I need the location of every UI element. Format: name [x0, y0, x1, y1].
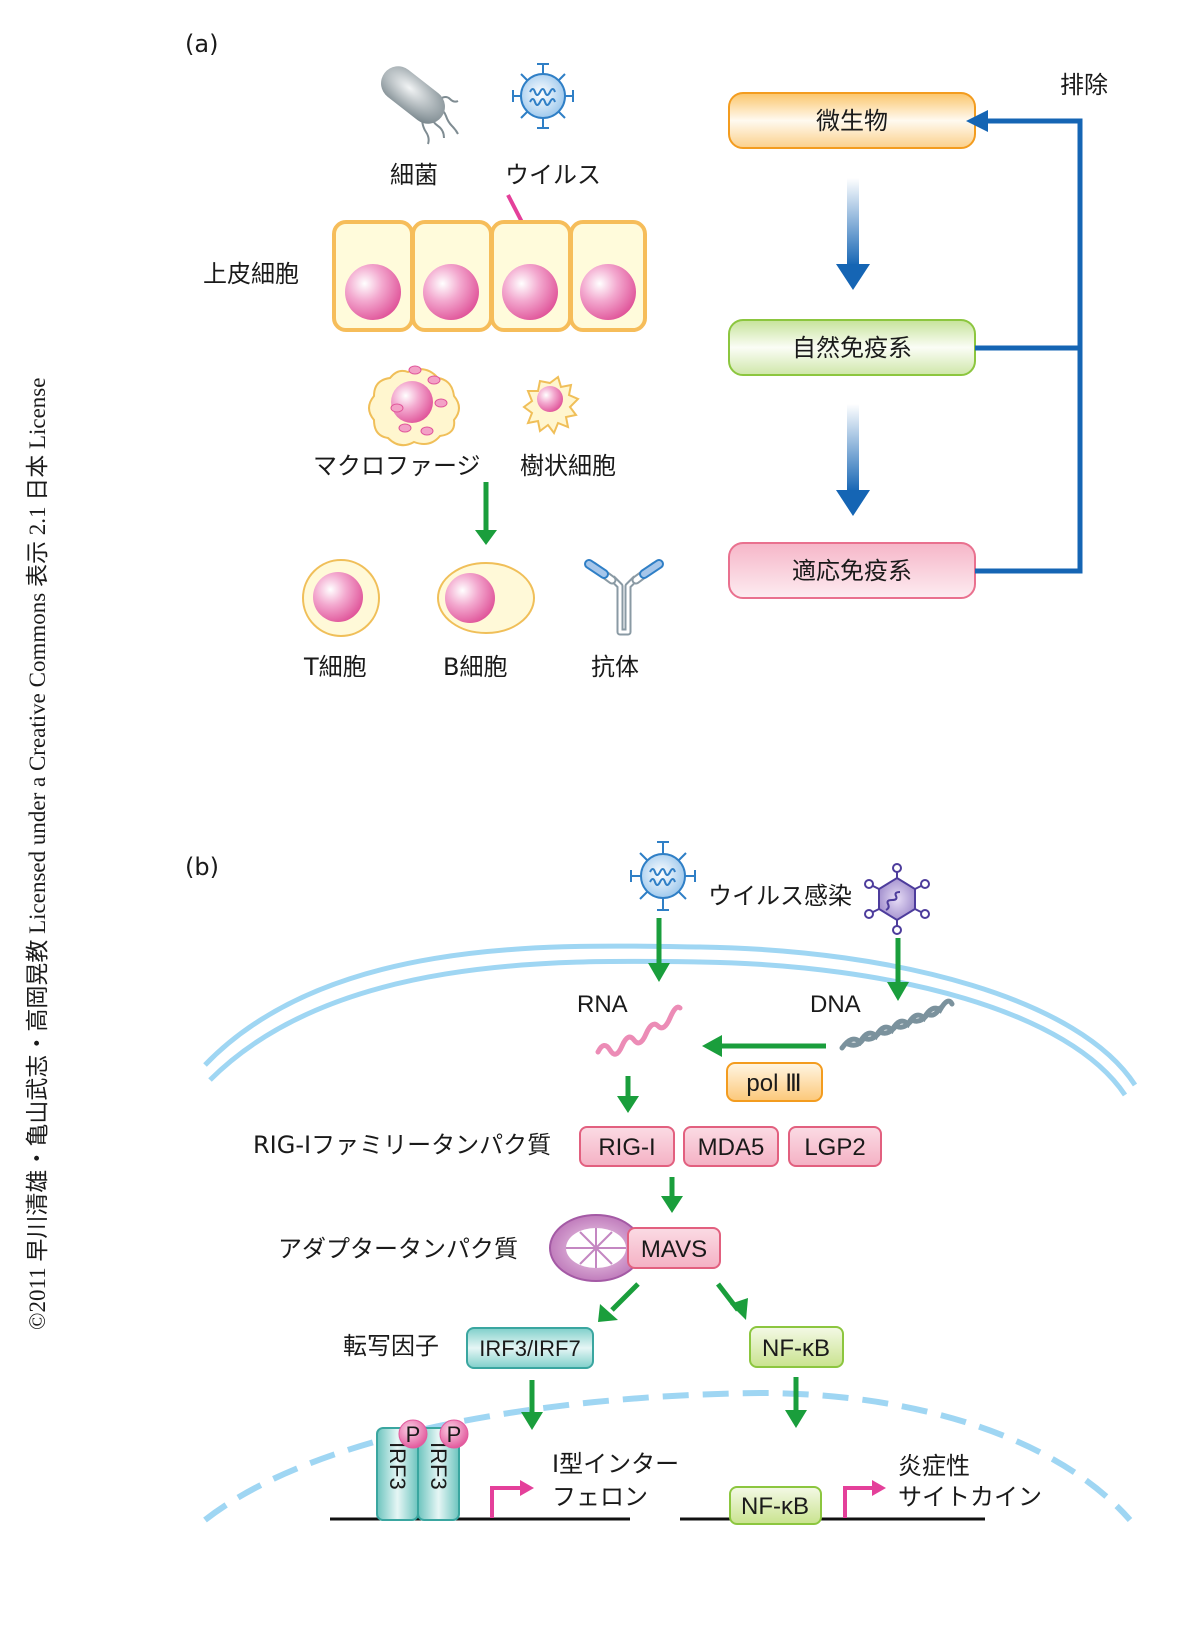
nfkb-nuclear-arrow — [785, 1377, 807, 1428]
cytokine-label-line1: 炎症性 — [898, 1452, 970, 1480]
mda5-box: MDA5 — [683, 1126, 779, 1167]
virus-icon — [512, 63, 574, 129]
macrophage-icon — [368, 365, 460, 447]
dendritic-label: 樹状細胞 — [520, 452, 616, 480]
elimination-arrowhead — [966, 110, 988, 132]
irf-arrow — [598, 1282, 640, 1322]
epithelial-cells — [332, 220, 647, 332]
phospho-label-2: P — [447, 1422, 462, 1447]
rna-entry-arrow — [648, 918, 670, 982]
flow-arrow-1 — [836, 178, 870, 290]
lgp2-label: LGP2 — [804, 1134, 865, 1161]
microbe-label: 微生物 — [816, 107, 888, 135]
antibody-label: 抗体 — [591, 653, 639, 681]
irf3-irf7-box: IRF3/IRF7 — [466, 1327, 594, 1369]
ifn-label-line2: フェロン — [552, 1483, 648, 1511]
rna-virus-icon — [630, 841, 696, 911]
epithelial-label: 上皮細胞 — [203, 260, 299, 288]
innate-immunity-box: 自然免疫系 — [728, 319, 976, 376]
lgp2-box: LGP2 — [788, 1126, 882, 1167]
flow-arrow-2 — [836, 404, 870, 516]
rna-strand-icon — [595, 1004, 683, 1057]
dna-label: DNA — [810, 991, 861, 1018]
ifn-tss-arrowhead — [520, 1480, 534, 1496]
macrophage-label: マクロファージ — [313, 452, 481, 480]
viral-infection-label: ウイルス感染 — [708, 882, 852, 910]
t-cell-label: T細胞 — [303, 653, 367, 681]
rig-i-label: RIG-I — [598, 1134, 655, 1161]
dna-virus-icon — [864, 863, 930, 935]
rig-i-box: RIG-I — [579, 1126, 675, 1167]
mavs-arrow — [661, 1177, 683, 1213]
t-cell-icon — [302, 559, 380, 637]
dna-entry-arrow — [887, 938, 909, 1001]
tf-label: 転写因子 — [343, 1332, 439, 1360]
rna-label: RNA — [577, 991, 628, 1018]
adaptive-immunity-label: 適応免疫系 — [792, 557, 912, 585]
adaptor-label: アダプタータンパク質 — [278, 1235, 518, 1263]
cytokine-tss-arrowhead — [872, 1480, 886, 1496]
bacterium-icon — [381, 66, 459, 145]
microbe-box: 微生物 — [728, 92, 976, 149]
rna-sensor-arrow — [617, 1076, 639, 1113]
rig-family-label: RIG-Iファミリータンパク質 — [253, 1131, 551, 1159]
ifn-label-line1: I型インター — [552, 1450, 679, 1478]
innate-immunity-label: 自然免疫系 — [792, 334, 912, 362]
nfkb-box: NF-κB — [749, 1326, 844, 1368]
mavs-box: MAVS — [627, 1227, 721, 1269]
irf3-irf7-label: IRF3/IRF7 — [479, 1336, 580, 1361]
nuclear-membrane — [203, 1389, 1133, 1523]
ifn-tss-arrow — [490, 1486, 522, 1518]
irf3-label-2: IRF3 — [426, 1442, 451, 1490]
phospho-label-1: P — [406, 1422, 421, 1447]
adaptive-immunity-box: 適応免疫系 — [728, 542, 976, 599]
panel-a-label: (a) — [185, 30, 218, 58]
nfkb-label: NF-κB — [762, 1335, 830, 1362]
cell-membrane — [203, 943, 1138, 1097]
mda5-label: MDA5 — [698, 1134, 765, 1161]
b-cell-icon — [437, 562, 535, 634]
nfkb-bound-box: NF-κB — [729, 1486, 822, 1525]
mavs-label: MAVS — [641, 1236, 707, 1263]
pol3-conversion-arrow — [702, 1035, 826, 1057]
antibody-icon — [584, 559, 664, 636]
pol3-box: pol Ⅲ — [726, 1062, 823, 1102]
cytokine-tss-arrow — [843, 1486, 874, 1518]
b-cell-label: B細胞 — [443, 653, 507, 681]
bacteria-label: 細菌 — [390, 161, 438, 189]
mitochondrion-icon — [549, 1214, 643, 1282]
pol3-label: pol Ⅲ — [746, 1070, 801, 1097]
activation-arrow — [475, 482, 497, 545]
irf-nuclear-arrow — [521, 1380, 543, 1430]
elimination-feedback-arrow — [975, 118, 1083, 574]
dendritic-cell-icon — [522, 375, 580, 436]
virus-label: ウイルス — [505, 161, 601, 189]
dna-helix-icon — [839, 998, 955, 1051]
nfkb-arrow — [716, 1282, 748, 1320]
elimination-label: 排除 — [1060, 71, 1108, 99]
irf3-dimer: IRF3 IRF3 P P — [376, 1419, 469, 1521]
nfkb-bound-label: NF-κB — [741, 1493, 809, 1520]
panel-b-label: (b) — [185, 853, 219, 881]
cytokine-label-line2: サイトカイン — [898, 1483, 1042, 1511]
irf3-label-1: IRF3 — [385, 1442, 410, 1490]
